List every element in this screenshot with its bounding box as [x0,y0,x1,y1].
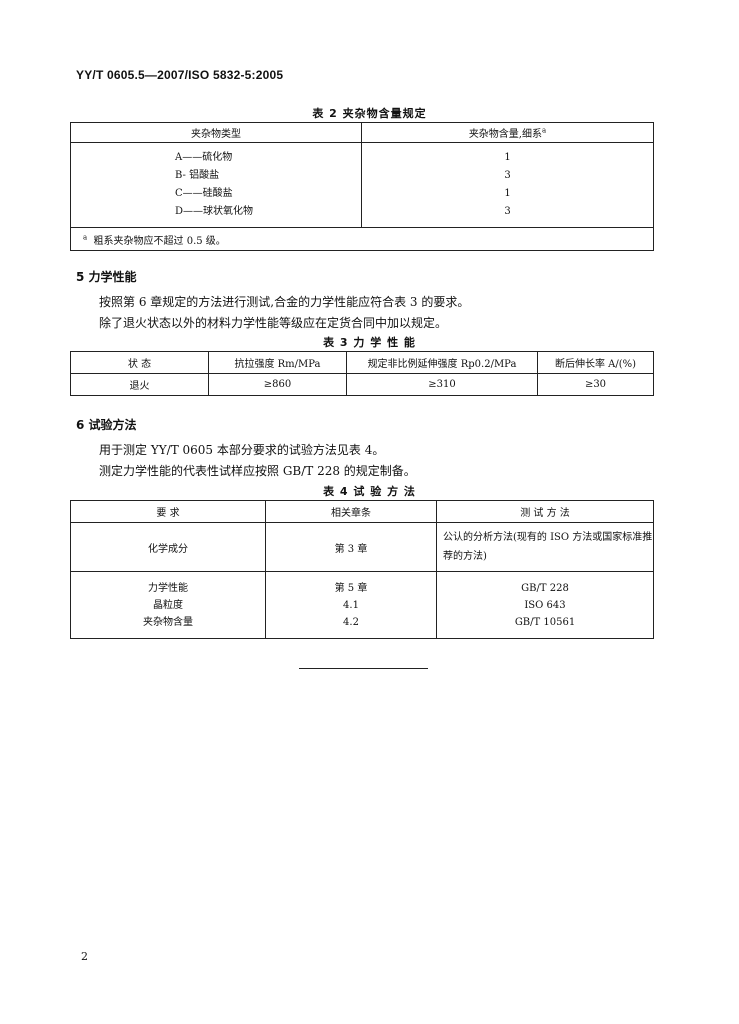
table4-requirement: 晶粒度 [153,599,183,611]
table2-types-cell: A——硫化物 B- 铝酸盐 C——硅酸盐 D——球状氧化物 [70,142,362,228]
table4-clause: 4.2 [343,616,359,628]
table4-header: 测 试 方 法 [436,500,654,523]
table4-requirement: 夹杂物含量 [143,616,193,628]
table2-row-type: A——硫化物 [175,152,233,163]
table2-header-content: 夹杂物含量,细系a [361,122,654,143]
table4-cell: GB/T 228 ISO 643 GB/T 10561 [436,571,654,639]
page-number: 2 [81,950,88,963]
table4-caption: 表 4 试 验 方 法 [323,485,416,498]
table2-row-type: B- 铝酸盐 [175,170,220,181]
section6-paragraph: 用于测定 YY/T 0605 本部分要求的试验方法见表 4。 [99,443,385,457]
table4-header: 相关章条 [265,500,437,523]
section6-heading: 6 试验方法 [76,418,137,432]
table4-cell: 力学性能 晶粒度 夹杂物含量 [70,571,266,639]
table2-row-value: 1 [504,188,511,199]
table3-cell: 退火 [70,373,209,396]
table4-method: ISO 643 [524,599,566,611]
table2-header-type: 夹杂物类型 [70,122,362,143]
table3: 状 态 抗拉强度 Rm/MPa 规定非比例延伸强度 Rp0.2/MPa 断后伸长… [70,351,654,396]
table3-header: 断后伸长率 A/(%) [537,351,654,374]
table2-row-value: 3 [504,170,511,181]
section6-paragraph: 测定力学性能的代表性试样应按照 GB/T 228 的规定制备。 [99,464,416,478]
table4-clause: 第 5 章 [334,582,368,594]
table4-header: 要 求 [70,500,266,523]
table4-method: GB/T 10561 [514,616,576,628]
table2-row-value: 1 [504,152,511,163]
table2-row-type: C——硅酸盐 [175,188,233,199]
table4-cell: 化学成分 [70,522,266,572]
table3-cell: ≥310 [346,373,538,396]
table4-clause: 4.1 [343,599,359,611]
table4: 要 求 相关章条 测 试 方 法 化学成分 第 3 章 公认的分析方法(现有的 … [70,500,654,639]
table4-cell: 第 5 章 4.1 4.2 [265,571,437,639]
table4-requirement: 力学性能 [148,582,188,594]
section5-heading: 5 力学性能 [76,270,137,284]
table2-row-value: 3 [504,206,511,217]
document-header: YY/T 0605.5—2007/ISO 5832-5:2005 [76,68,284,82]
section5-paragraph: 按照第 6 章规定的方法进行测试,合金的力学性能应符合表 3 的要求。 [99,295,470,309]
table3-header: 抗拉强度 Rm/MPa [208,351,347,374]
section5-paragraph: 除了退火状态以外的材料力学性能等级应在定货合同中加以规定。 [99,316,448,330]
table3-header: 状 态 [70,351,209,374]
table3-cell: ≥30 [537,373,654,396]
table4-method: GB/T 228 [521,582,569,594]
table2-values-cell: 1 3 1 3 [361,142,654,228]
table4-cell: 第 3 章 [265,522,437,572]
table3-header: 规定非比例延伸强度 Rp0.2/MPa [346,351,538,374]
table2-row-type: D——球状氧化物 [175,206,254,217]
table3-cell: ≥860 [208,373,347,396]
table2: 夹杂物类型 夹杂物含量,细系a A——硫化物 B- 铝酸盐 C——硅酸盐 D——… [70,122,654,251]
table2-footnote: a 粗系夹杂物应不超过 0.5 级。 [70,227,654,251]
table4-cell: 公认的分析方法(现有的 ISO 方法或国家标准推荐的方法) [436,522,654,572]
table3-caption: 表 3 力 学 性 能 [323,336,416,349]
table2-caption: 表 2 夹杂物含量规定 [312,107,427,120]
end-rule [299,668,428,669]
